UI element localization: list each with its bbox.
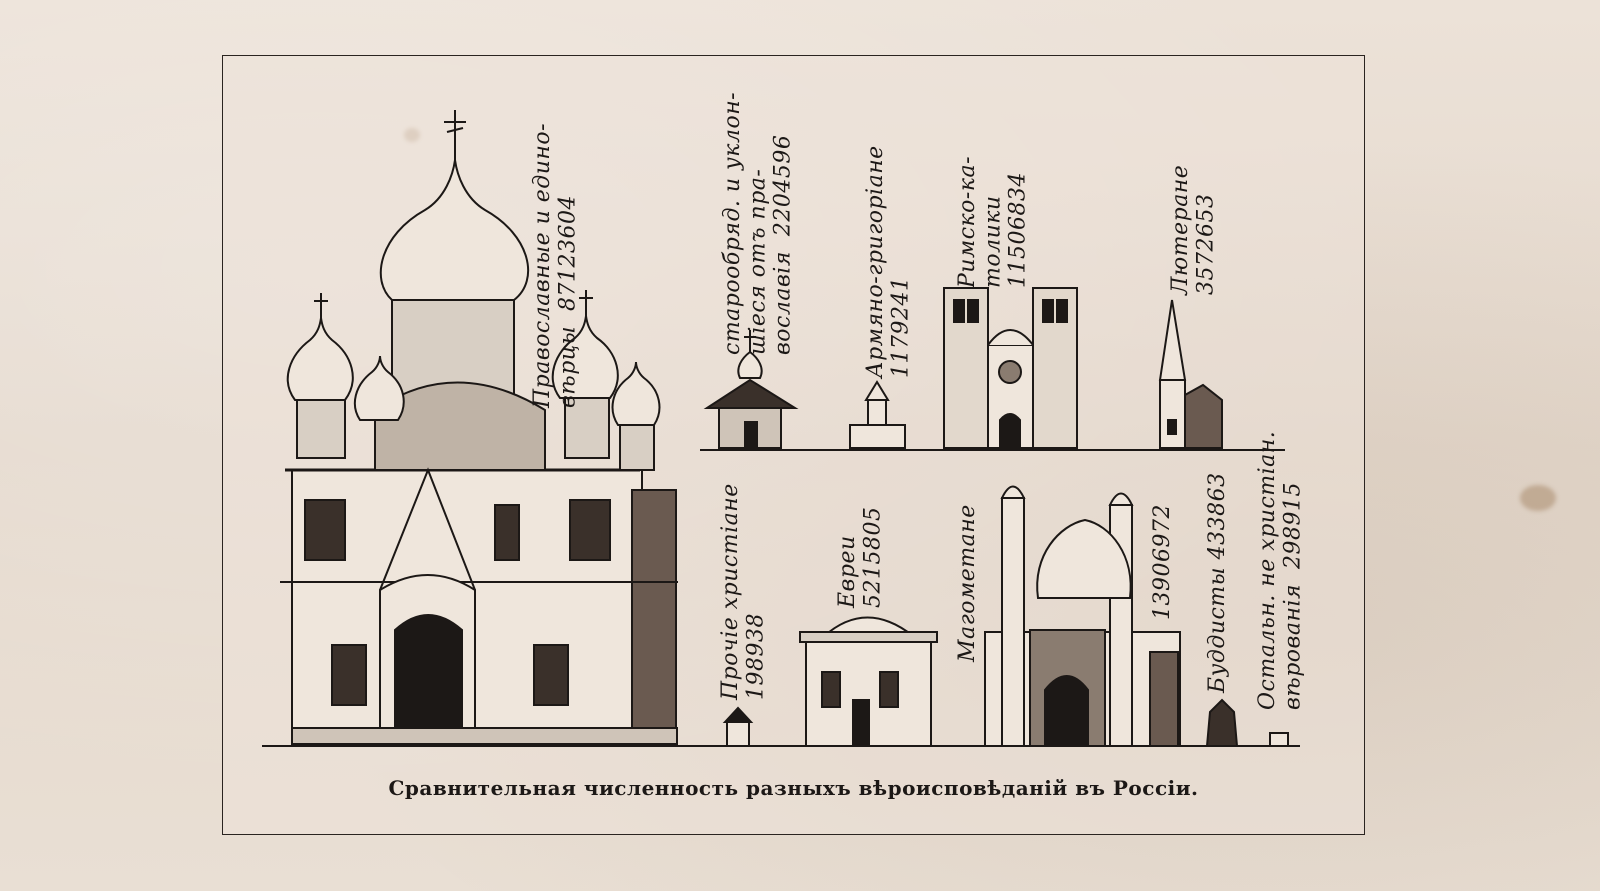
label-orthodox: Православные и едино- вѣрцы 87123604 <box>530 122 581 408</box>
label-armenian: Армяно-григоріане 1179241 <box>863 145 914 378</box>
orthodox-cathedral-pictogram <box>280 110 678 746</box>
label-muslims-value: 13906972 <box>1150 504 1175 620</box>
label-muslims: Магометане <box>955 504 980 662</box>
catholic-church-pictogram <box>943 287 1078 449</box>
label-othernonchristian: Остальн. не христіан. вѣрованія 298915 <box>1255 430 1306 710</box>
label-catholic: Римско-ка- толики 11506834 <box>955 155 1031 288</box>
label-lutheran: Лютеране 3572653 <box>1168 164 1219 295</box>
chart-title: Сравнительная численность разныхъ вѣроис… <box>388 776 1199 800</box>
mosque-pictogram <box>984 485 1181 747</box>
otherchristian-chapel-pictogram <box>722 706 754 747</box>
oldbelievers-chapel-pictogram <box>703 330 799 449</box>
label-buddhists: Буддисты 433863 <box>1205 472 1230 693</box>
buddhist-temple-pictogram <box>1205 698 1239 747</box>
armenian-church-pictogram <box>849 380 906 449</box>
label-jews: Евреи 5215805 <box>835 506 886 608</box>
synagogue-pictogram <box>799 616 938 747</box>
lutheran-church-pictogram <box>1158 299 1223 449</box>
paper-stain <box>1520 485 1556 511</box>
othernonchristian-hut-pictogram <box>1269 732 1289 747</box>
label-otherchristian: Прочіе христiане 198938 <box>718 483 769 700</box>
label-oldbelievers: старообряд. и уклон- шіеся отъ пра- восл… <box>720 91 796 355</box>
